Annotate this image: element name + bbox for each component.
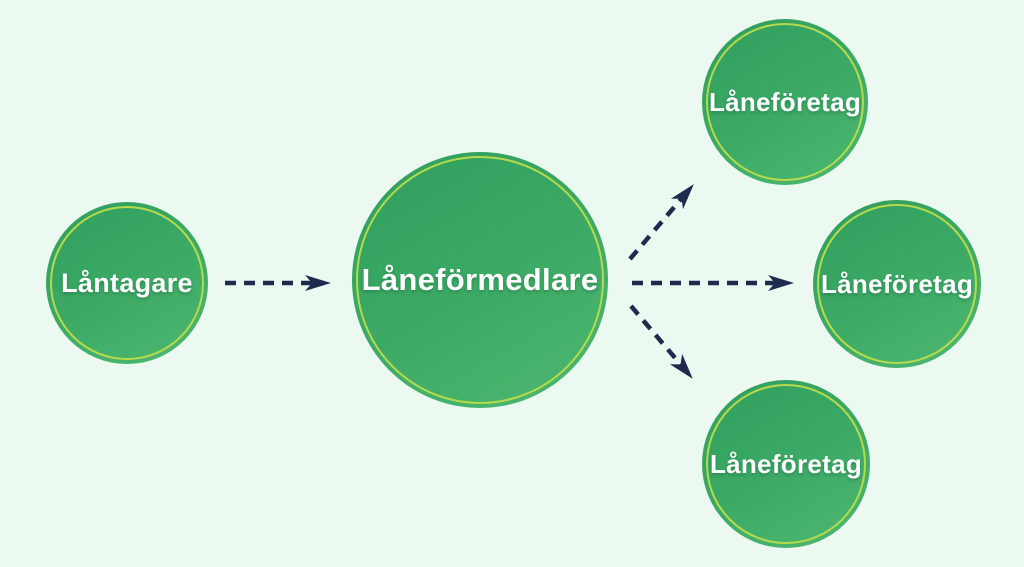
- node-lender-middle: Låneföretag: [813, 200, 981, 368]
- node-lender-bottom-label: Låneföretag: [709, 448, 863, 479]
- node-broker-label: Låneförmedlare: [361, 262, 599, 297]
- node-lender-top: Låneföretag: [702, 19, 868, 185]
- arrow-broker-to-lender-top: [628, 184, 694, 261]
- node-broker: Låneförmedlare: [352, 152, 608, 408]
- node-lender-bottom: Låneföretag: [702, 380, 870, 548]
- node-borrower: Låntagare: [46, 202, 208, 364]
- node-lender-top-label: Låneföretag: [708, 86, 862, 117]
- arrow-broker-to-lender-bottom: [629, 304, 693, 379]
- node-lender-middle-label: Låneföretag: [820, 268, 974, 299]
- node-borrower-label: Låntagare: [61, 267, 193, 298]
